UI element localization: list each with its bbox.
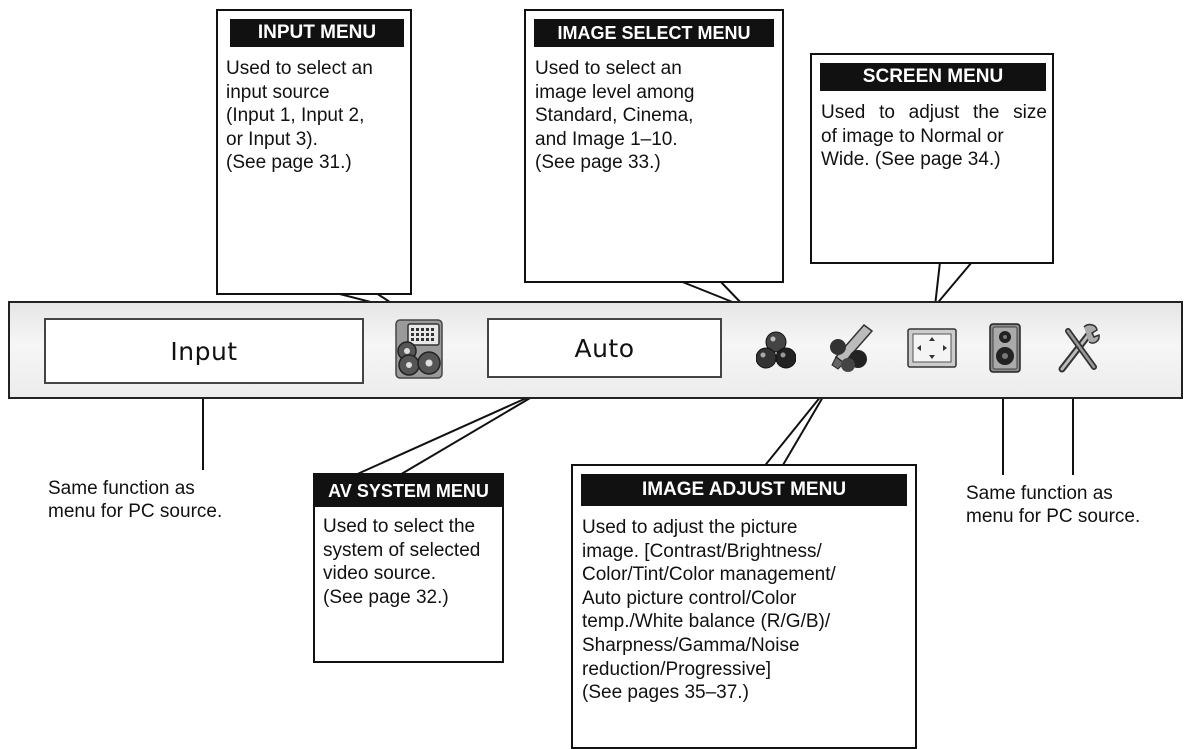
desc-line: reduction/Progressive] (582, 658, 772, 680)
sound-icon[interactable] (987, 322, 1023, 374)
desc-line: (See pages 35–37.) (582, 682, 749, 704)
av-system-menu-title: AV SYSTEM MENU (315, 475, 502, 507)
word: size (1013, 102, 1047, 123)
screen-icon[interactable] (906, 325, 958, 371)
image-select-menu-title: IMAGE SELECT MENU (534, 19, 774, 47)
av-system-menu-description: Used to select the system of selected vi… (323, 515, 480, 609)
av-system-field[interactable]: Auto (487, 318, 722, 378)
av-system-pointer (352, 390, 543, 477)
desc-line: Used to adjust the picture (582, 517, 798, 538)
caption-line: Same function as (48, 478, 195, 499)
menu-bar: Input Auto (8, 301, 1183, 399)
screen-menu-title: SCREEN MENU (820, 63, 1046, 91)
desc-line: Used to select the (323, 516, 476, 537)
desc-line: image. [Contrast/Brightness/ (582, 540, 822, 562)
caption-line: Same function as (966, 483, 1113, 504)
desc-line: image level among (535, 81, 695, 103)
word: to (879, 102, 895, 123)
desc-line: video source. (323, 563, 437, 584)
input-menu-callout: INPUT MENU Used to select an input sourc… (216, 9, 412, 295)
image-adjust-menu-description: Used to adjust the picture image. [Contr… (582, 516, 836, 705)
word: adjust (908, 102, 960, 123)
image-adjust-menu-callout: IMAGE ADJUST MENU Used to adjust the pic… (571, 464, 917, 749)
input-menu-description: Used to select an input source (Input 1,… (226, 57, 373, 175)
image-select-menu-callout: IMAGE SELECT MENU Used to select an imag… (524, 9, 784, 283)
av-system-menu-callout: AV SYSTEM MENU Used to select the system… (313, 473, 504, 663)
desc-line: Auto picture control/Color (582, 587, 797, 609)
desc-line: Used to select an (226, 58, 373, 79)
image-adjust-menu-title: IMAGE ADJUST MENU (581, 474, 907, 506)
desc-line: system of selected (323, 539, 481, 561)
desc-line: (Input 1, Input 2, (226, 105, 365, 126)
input-source-icon[interactable] (395, 319, 443, 379)
desc-line: and Image 1–10. (535, 128, 678, 150)
setting-icon[interactable] (1054, 321, 1102, 375)
caption-line: menu for PC source. (966, 506, 1141, 527)
desc-line: input source (226, 81, 330, 103)
desc-line: Wide. (See page 34.) (821, 149, 1001, 170)
screen-menu-pointer (933, 261, 975, 310)
input-menu-title: INPUT MENU (230, 19, 404, 47)
desc-line: or Input 3). (226, 128, 318, 150)
desc-line: of image to Normal or (821, 125, 1004, 147)
caption-line: menu for PC source. (48, 501, 223, 522)
desc-line: (See page 31.) (226, 152, 352, 173)
right-caption: Same function as menu for PC source. (966, 482, 1140, 528)
desc-line: Color/Tint/Color management/ (582, 564, 836, 586)
input-field[interactable]: Input (44, 318, 364, 384)
image-select-menu-description: Used to select an image level among Stan… (535, 57, 694, 175)
image-select-icon[interactable] (755, 331, 797, 369)
desc-line: Used to select an (535, 58, 682, 79)
desc-line: (See page 33.) (535, 152, 661, 173)
desc-line: (See page 32.) (323, 586, 449, 608)
desc-line: Standard, Cinema, (535, 105, 694, 126)
image-adjust-icon[interactable] (828, 323, 874, 373)
word: Used (821, 102, 866, 123)
left-caption: Same function as menu for PC source. (48, 477, 222, 523)
desc-line: Sharpness/Gamma/Noise (582, 634, 800, 656)
desc-line: temp./White balance (R/G/B)/ (582, 611, 831, 633)
word: the (973, 102, 1000, 123)
